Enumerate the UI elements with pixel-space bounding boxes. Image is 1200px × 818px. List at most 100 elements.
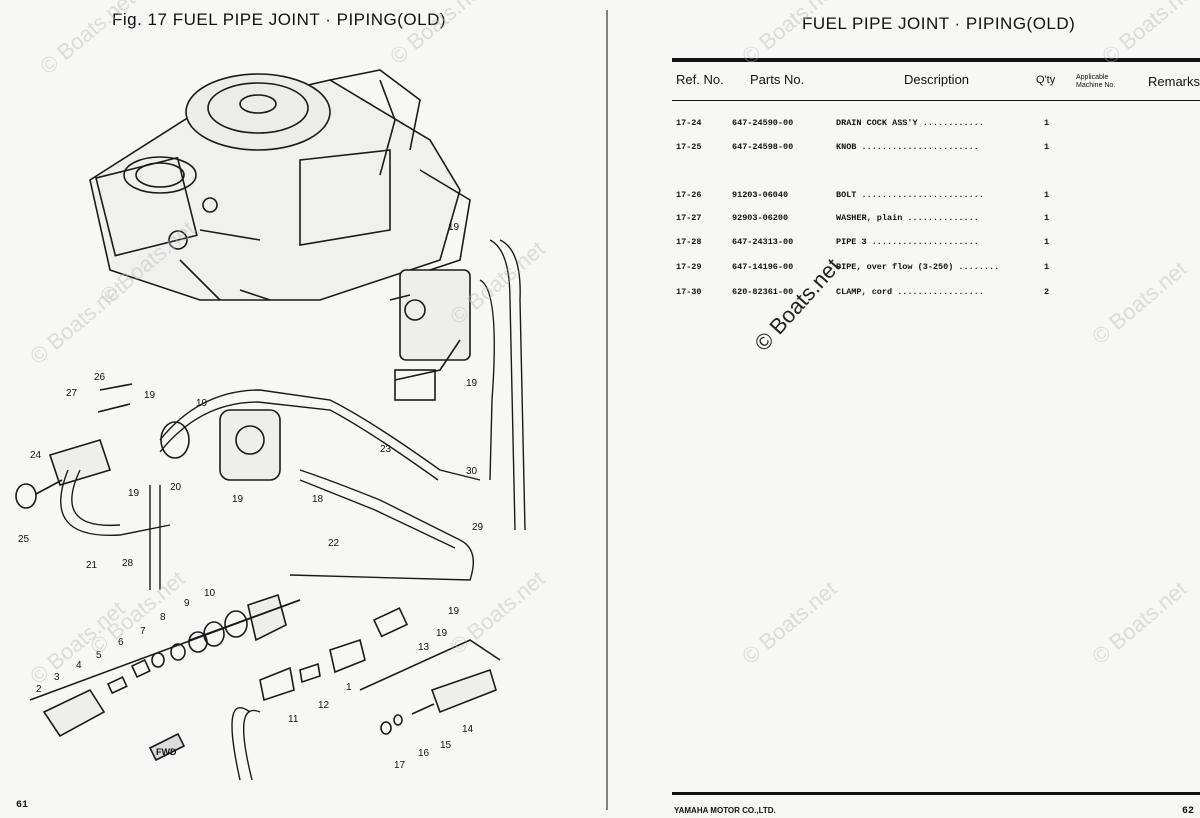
svg-text:12: 12 — [318, 700, 330, 711]
part-cell: 647-24313-00 — [732, 237, 794, 247]
svg-text:17: 17 — [394, 760, 406, 771]
page-spine — [606, 10, 608, 810]
column-header-parts-no: Parts No. — [750, 72, 805, 87]
column-header-applicable: Applicable Machine No. — [1076, 74, 1116, 89]
left-page-number: 61 — [16, 800, 29, 811]
svg-text:4: 4 — [76, 660, 82, 671]
svg-text:5: 5 — [96, 650, 102, 661]
callout-numbers: 1 2 3 4 5 6 7 8 9 10 11 12 13 14 15 16 1… — [18, 222, 484, 771]
svg-text:2: 2 — [36, 684, 42, 695]
svg-text:22: 22 — [328, 538, 340, 549]
qty-cell: 1 — [1044, 262, 1050, 272]
table-row: 17-29 647-14196-00 PIPE, over flow (3-25… — [612, 262, 1200, 280]
ref-cell: 17-25 — [676, 142, 702, 152]
qty-cell: 1 — [1044, 190, 1050, 200]
desc-cell: PIPE 3 ..................... — [836, 237, 979, 247]
svg-text:19: 19 — [196, 398, 208, 409]
qty-cell: 2 — [1044, 287, 1050, 297]
svg-text:27: 27 — [66, 388, 78, 399]
drain-cock-illustration — [15, 383, 133, 509]
ref-cell: 17-29 — [676, 262, 702, 272]
watermark: © Boats.net — [737, 575, 842, 670]
qty-cell: 1 — [1044, 118, 1050, 128]
svg-text:18: 18 — [312, 494, 324, 505]
svg-text:19: 19 — [128, 488, 140, 499]
engine-illustration — [89, 69, 471, 301]
table-row: 17-24 647-24590-00 DRAIN COCK ASS'Y ....… — [612, 118, 1200, 136]
svg-text:25: 25 — [18, 534, 30, 545]
figure-title: Fig. 17 FUEL PIPE JOINT · PIPING(OLD) — [112, 10, 447, 29]
desc-cell: WASHER, plain .............. — [836, 213, 979, 223]
svg-text:8: 8 — [160, 612, 166, 623]
svg-text:24: 24 — [30, 450, 42, 461]
part-cell: 647-24590-00 — [732, 118, 794, 128]
svg-text:13: 13 — [418, 642, 430, 653]
left-page: Fig. 17 FUEL PIPE JOINT · PIPING(OLD) — [15, 0, 550, 811]
desc-cell: PIPE, over flow (3-250) ........ — [836, 262, 1000, 272]
svg-text:30: 30 — [466, 466, 478, 477]
carburetor-illustration — [389, 269, 471, 401]
svg-text:19: 19 — [436, 628, 448, 639]
svg-text:19: 19 — [144, 390, 156, 401]
part-cell: 620-82361-00 — [732, 287, 794, 297]
table-row: 17-26 91203-06040 BOLT .................… — [612, 190, 1200, 208]
part-cell: 91203-06040 — [732, 190, 789, 200]
svg-text:29: 29 — [472, 522, 484, 533]
page-title: FUEL PIPE JOINT · PIPING(OLD) — [802, 14, 1076, 33]
watermark: © Boats.net — [1087, 575, 1192, 670]
svg-text:6: 6 — [118, 637, 124, 648]
svg-text:19: 19 — [232, 494, 244, 505]
ref-cell: 17-24 — [676, 118, 702, 128]
svg-text:23: 23 — [380, 444, 392, 455]
hose-lines — [60, 239, 526, 781]
ref-cell: 17-26 — [676, 190, 702, 200]
fuel-pump-illustration — [160, 409, 281, 481]
svg-text:26: 26 — [94, 372, 106, 383]
qty-cell: 1 — [1044, 213, 1050, 223]
ref-cell: 17-28 — [676, 237, 702, 247]
desc-cell: DRAIN COCK ASS'Y ............ — [836, 118, 984, 128]
lower-exploded-parts — [29, 593, 501, 738]
column-header-qty: Q'ty — [1036, 74, 1056, 86]
ref-cell: 17-27 — [676, 213, 702, 223]
svg-text:21: 21 — [86, 560, 98, 571]
svg-text:20: 20 — [170, 482, 182, 493]
footer-rule — [672, 792, 1200, 795]
table-row: 17-27 92903-06200 WASHER, plain ........… — [612, 213, 1200, 231]
svg-text:9: 9 — [184, 598, 190, 609]
desc-cell: CLAMP, cord ................. — [836, 287, 984, 297]
part-cell: 647-14196-00 — [732, 262, 794, 272]
fwd-arrow: FWD — [148, 732, 186, 762]
table-row: 17-28 647-24313-00 PIPE 3 ..............… — [612, 237, 1200, 255]
svg-text:1: 1 — [346, 682, 352, 693]
desc-cell: KNOB ....................... — [836, 142, 979, 152]
qty-cell: 1 — [1044, 142, 1050, 152]
svg-text:15: 15 — [440, 740, 452, 751]
table-row: 17-25 647-24598-00 KNOB ................… — [612, 142, 1200, 160]
table-top-rule — [672, 58, 1200, 62]
part-cell: 647-24598-00 — [732, 142, 794, 152]
qty-cell: 1 — [1044, 237, 1050, 247]
table-row: 17-30 620-82361-00 CLAMP, cord .........… — [612, 287, 1200, 305]
publisher-footer: YAMAHA MOTOR CO.,LTD. — [674, 806, 776, 815]
svg-text:16: 16 — [418, 748, 430, 759]
svg-text:19: 19 — [466, 378, 478, 389]
svg-text:28: 28 — [122, 558, 134, 569]
table-header-rule — [672, 100, 1200, 101]
ref-cell: 17-30 — [676, 287, 702, 297]
svg-text:FWD: FWD — [156, 747, 177, 757]
right-page: FUEL PIPE JOINT · PIPING(OLD) Ref. No. P… — [612, 0, 1200, 818]
svg-text:10: 10 — [204, 588, 216, 599]
svg-text:3: 3 — [54, 672, 60, 683]
part-cell: 92903-06200 — [732, 213, 789, 223]
column-header-description: Description — [904, 72, 970, 87]
column-header-remarks: Remarks — [1148, 74, 1200, 89]
right-page-number: 62 — [1182, 806, 1195, 817]
desc-cell: BOLT ........................ — [836, 190, 984, 200]
svg-text:11: 11 — [288, 714, 299, 725]
svg-text:14: 14 — [462, 724, 474, 735]
svg-text:7: 7 — [140, 626, 146, 637]
exploded-parts-diagram: FWD 1 2 3 4 5 6 7 8 9 10 11 12 13 14 15 … — [15, 69, 526, 781]
svg-text:19: 19 — [448, 222, 460, 233]
svg-text:19: 19 — [448, 606, 460, 617]
